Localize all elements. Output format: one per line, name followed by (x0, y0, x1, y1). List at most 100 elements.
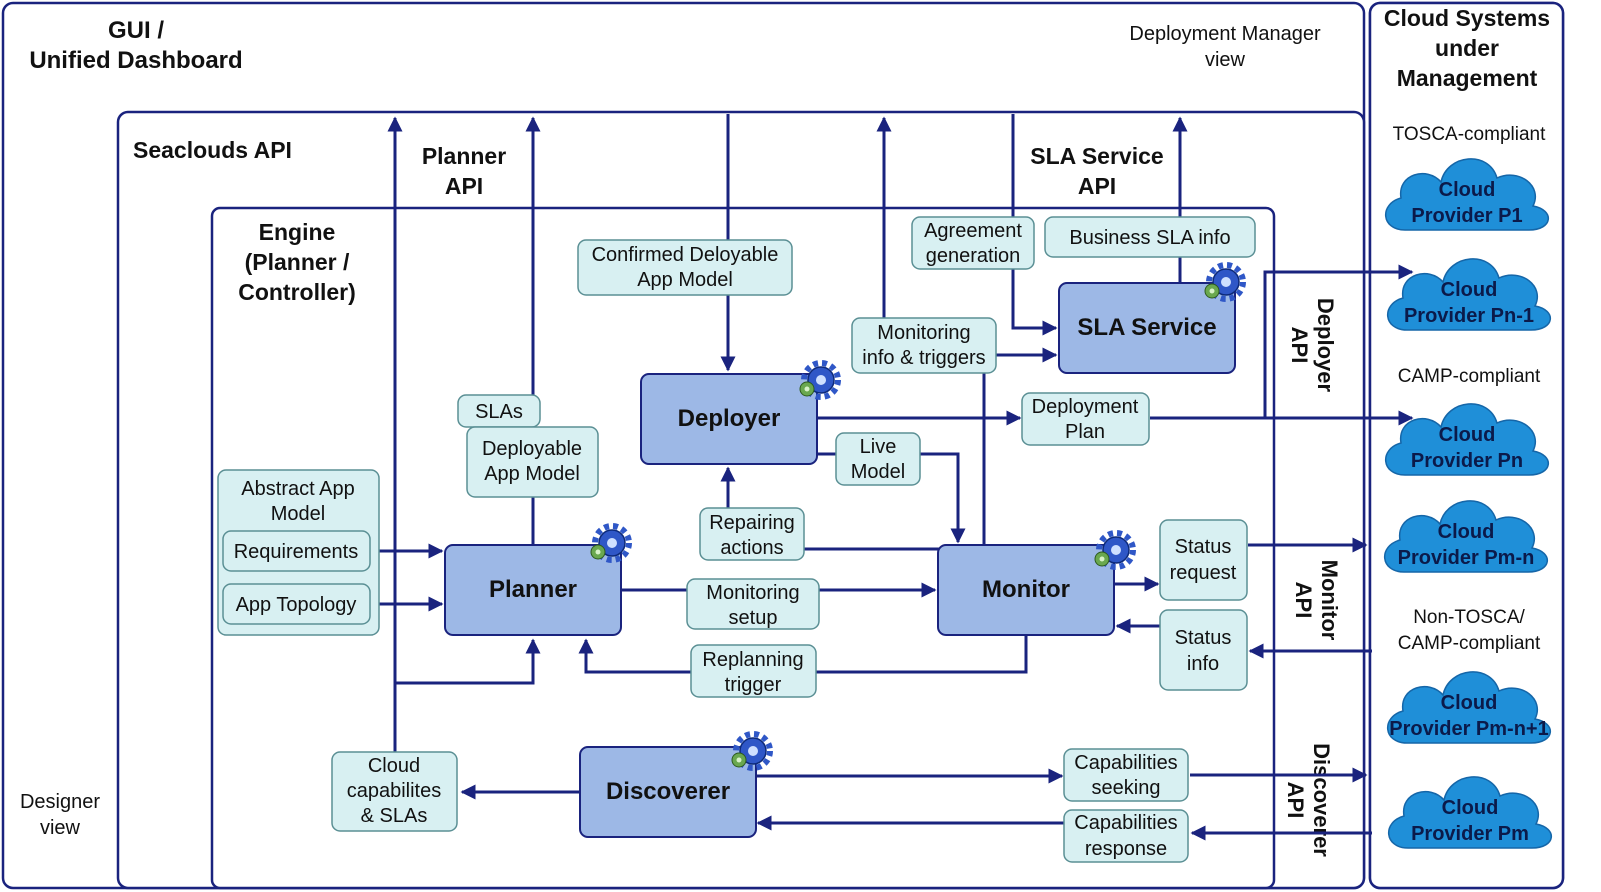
svg-text:Monitor: Monitor (1317, 560, 1342, 641)
svg-text:Monitor: Monitor (982, 576, 1070, 603)
svg-text:Discoverer: Discoverer (1309, 743, 1334, 857)
flow-lines (370, 114, 1414, 841)
svg-text:trigger: trigger (725, 674, 782, 696)
designer-view-line2: view (40, 817, 81, 839)
svg-text:Cloud: Cloud (1441, 279, 1498, 301)
svg-text:Requirements: Requirements (234, 541, 359, 563)
seaclouds-api-label: Seaclouds API (133, 137, 292, 163)
app-topology-label: App Topology (222, 583, 371, 625)
svg-text:Model: Model (271, 503, 325, 525)
deployment-view-line2: view (1205, 49, 1246, 71)
planner-component: Planner (444, 544, 622, 636)
svg-text:Replanning: Replanning (702, 649, 803, 671)
svg-text:App Model: App Model (484, 463, 580, 485)
cloud-provider-p1: Cloud Provider P1 (1384, 158, 1550, 231)
svg-text:Capabilities: Capabilities (1074, 752, 1177, 774)
gui-title-line2: Unified Dashboard (29, 47, 242, 74)
svg-text:generation: generation (926, 245, 1021, 267)
repairing-actions-label: Repairing actions (699, 507, 805, 561)
discoverer-component: Discoverer (579, 746, 757, 838)
cloud-provider-pn: Cloud Provider Pn (1384, 403, 1550, 476)
slas-label: SLAs (457, 394, 541, 428)
sla-api-line2: API (1078, 173, 1116, 199)
svg-text:response: response (1085, 838, 1167, 860)
svg-text:Deployable: Deployable (482, 438, 582, 460)
cloud-capabilities-label: Cloud capabilites & SLAs (331, 751, 458, 832)
svg-text:App Topology: App Topology (236, 594, 357, 616)
agreement-generation-label: Agreement generation (911, 216, 1035, 270)
non-compliant-line2: CAMP-compliant (1398, 633, 1541, 654)
svg-text:Capabilities: Capabilities (1074, 812, 1177, 834)
cloud-provider-pm-n-1: Cloud Provider Pm-n+1 (1386, 671, 1552, 744)
svg-text:Deployment: Deployment (1032, 396, 1139, 418)
svg-text:Provider P1: Provider P1 (1411, 205, 1522, 227)
svg-text:Confirmed Deloyable: Confirmed Deloyable (592, 244, 779, 266)
deployer-component: Deployer (640, 373, 818, 465)
svg-text:Deployer: Deployer (1313, 298, 1338, 393)
svg-text:Repairing: Repairing (709, 512, 795, 534)
replanning-trigger-label: Replanning trigger (690, 644, 817, 698)
capabilities-seeking-label: Capabilities seeking (1063, 748, 1189, 802)
status-info-label: Status info (1159, 609, 1248, 691)
svg-text:Discoverer: Discoverer (606, 778, 730, 805)
svg-text:Provider Pm-n+1: Provider Pm-n+1 (1389, 718, 1549, 740)
svg-text:Cloud: Cloud (368, 755, 420, 777)
live-model-label: Live Model (835, 432, 921, 486)
svg-text:Planner: Planner (489, 576, 577, 603)
svg-text:API: API (1287, 327, 1312, 364)
designer-view-line1: Designer (20, 791, 100, 813)
cloud-systems-title-line3: Management (1397, 65, 1538, 91)
svg-text:info & triggers: info & triggers (862, 347, 985, 369)
svg-text:setup: setup (729, 607, 778, 629)
svg-text:Business SLA info: Business SLA info (1069, 227, 1230, 249)
deployment-view-line1: Deployment Manager (1129, 23, 1321, 45)
planner-api-line1: Planner (422, 143, 506, 169)
gui-title-line1: GUI / (108, 17, 164, 44)
discoverer-api-label: Discoverer API (1283, 743, 1334, 857)
confirmed-app-model-label: Confirmed Deloyable App Model (577, 239, 793, 296)
svg-text:SLA Service: SLA Service (1077, 314, 1216, 341)
svg-text:Abstract App: Abstract App (241, 478, 354, 500)
svg-text:Cloud: Cloud (1439, 179, 1496, 201)
svg-text:Provider Pm: Provider Pm (1411, 823, 1529, 845)
deployment-plan-label: Deployment Plan (1021, 392, 1150, 446)
svg-text:capabilites: capabilites (347, 780, 442, 802)
svg-text:Deployer: Deployer (678, 405, 781, 432)
svg-text:API: API (1291, 582, 1316, 619)
cloud-provider-pm-n: Cloud Provider Pm-n (1383, 500, 1549, 573)
svg-text:Provider Pm-n: Provider Pm-n (1398, 547, 1535, 569)
cloud-systems-title-line1: Cloud Systems (1384, 5, 1550, 31)
camp-compliant-label: CAMP-compliant (1398, 366, 1541, 387)
svg-text:request: request (1170, 562, 1237, 584)
svg-text:Monitoring: Monitoring (706, 582, 799, 604)
engine-line2: (Planner / (245, 249, 350, 275)
tosca-compliant-label: TOSCA-compliant (1393, 124, 1546, 145)
planner-api-line2: API (445, 173, 483, 199)
engine-line3: Controller) (238, 279, 356, 305)
svg-text:seeking: seeking (1092, 777, 1161, 799)
svg-text:Agreement: Agreement (924, 220, 1022, 242)
svg-text:info: info (1187, 653, 1219, 675)
cloud-provider-pn-1: Cloud Provider Pn-1 (1386, 258, 1552, 331)
svg-text:Live: Live (860, 436, 897, 458)
monitoring-setup-label: Monitoring setup (686, 578, 820, 630)
deployer-api-label: Deployer API (1287, 298, 1338, 393)
monitor-api-label: Monitor API (1291, 560, 1342, 641)
svg-text:App Model: App Model (637, 269, 733, 291)
sla-api-line1: SLA Service (1030, 143, 1163, 169)
svg-text:Monitoring: Monitoring (877, 322, 970, 344)
cloud-provider-pm: Cloud Provider Pm (1387, 776, 1553, 849)
svg-text:Cloud: Cloud (1442, 797, 1499, 819)
business-sla-label: Business SLA info (1044, 216, 1256, 258)
monitoring-info-label: Monitoring info & triggers (851, 317, 997, 374)
svg-text:Cloud: Cloud (1441, 692, 1498, 714)
svg-text:actions: actions (720, 537, 783, 559)
svg-text:SLAs: SLAs (475, 401, 523, 423)
svg-text:Provider Pn: Provider Pn (1411, 450, 1523, 472)
capabilities-response-label: Capabilities response (1063, 809, 1189, 863)
non-compliant-line1: Non-TOSCA/ (1413, 607, 1525, 628)
svg-text:Model: Model (851, 461, 905, 483)
svg-text:API: API (1283, 782, 1308, 819)
svg-text:Provider Pn-1: Provider Pn-1 (1404, 305, 1534, 327)
